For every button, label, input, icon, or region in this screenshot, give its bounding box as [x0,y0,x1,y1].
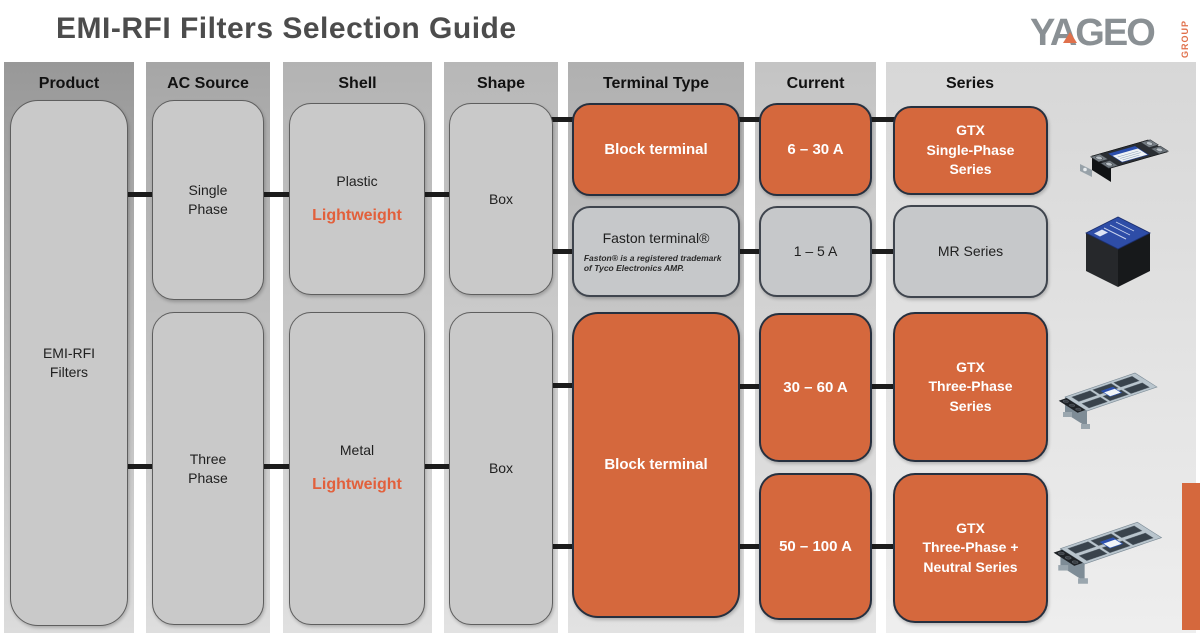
gtx-single-phase-product-photo [1080,139,1170,182]
yageo-triangle-icon [1063,32,1077,43]
connector-line [868,384,897,389]
mr-series-product-photo [1085,216,1151,287]
node-single-phase: Single Phase [152,100,264,300]
yageo-logo: YAGEO GROUP [1030,10,1192,60]
node-label: GTX Three-Phase Series [928,358,1013,414]
connector-line [736,249,763,254]
connector-line [260,192,293,197]
node-current-6-30: 6 – 30 A [759,103,872,196]
header-product: Product [38,75,100,92]
header-terminal-type: Terminal Type [602,75,710,92]
node-label: Single Phase [188,182,228,217]
node-current-1-5: 1 – 5 A [759,206,872,297]
node-label: Metal [339,442,375,459]
node-series-gtx-three-phase-neutral: GTX Three-Phase + Neutral Series [893,473,1048,623]
connector-line [420,192,453,197]
node-current-30-60: 30 – 60 A [759,313,872,462]
node-series-gtx-three-phase: GTX Three-Phase Series [893,312,1048,462]
node-label: GTX Single-Phase Series [926,122,1015,178]
connector-line [736,117,763,122]
connector-line [548,383,576,388]
node-emi-rfi-filters: EMI-RFI Filters [10,100,128,626]
node-shape-box-bottom: Box [449,312,553,625]
node-block-terminal-top: Block terminal [572,103,740,196]
connector-line [122,464,156,469]
node-block-terminal-bottom: Block terminal [572,312,740,618]
node-label: EMI-RFI Filters [42,345,96,380]
node-shape-box-top: Box [449,103,553,295]
faston-trademark-note: Faston® is a registered trademark of Tyc… [583,252,722,274]
node-label: GTX Three-Phase + Neutral Series [922,519,1019,575]
header-ac-source: AC Source [167,75,249,92]
connector-line [260,464,293,469]
lightweight-note: Lightweight [312,206,402,224]
connector-line [548,249,576,254]
node-label: 6 – 30 A [787,140,844,158]
node-faston-terminal: Faston terminal® Faston® is a registered… [572,206,740,297]
connector-line [420,464,453,469]
header-shell: Shell [338,75,377,92]
header-shape: Shape [476,75,525,92]
node-label: 30 – 60 A [783,378,848,396]
node-label: 1 – 5 A [793,243,838,260]
header-current: Current [786,75,845,92]
connector-line [868,117,897,122]
connector-line [548,117,576,122]
connector-line [868,249,897,254]
connector-line [736,544,763,549]
node-label: Plastic [336,172,378,189]
node-label: MR Series [937,243,1004,260]
node-label: Block terminal [604,456,708,474]
node-shell-plastic: Plastic Lightweight [289,103,425,295]
node-series-mr: MR Series [893,205,1048,298]
node-label: 50 – 100 A [779,537,852,555]
node-label: Box [488,460,514,477]
connector-line [736,384,763,389]
node-shell-metal: Metal Lightweight [289,312,425,625]
gtx-three-phase-neutral-product-photo [1053,521,1163,584]
node-series-gtx-single-phase: GTX Single-Phase Series [893,106,1048,195]
accent-bar [1182,483,1200,630]
connector-line [548,544,576,549]
yageo-wordmark: YAGEO [1030,12,1156,54]
lightweight-note: Lightweight [312,476,402,494]
node-label: Faston terminal® [602,229,710,246]
connector-line [868,544,897,549]
node-label: Box [488,190,514,207]
node-three-phase: Three Phase [152,312,264,625]
node-label: Block terminal [604,140,708,158]
node-label: Three Phase [188,450,228,486]
gtx-three-phase-product-photo [1058,372,1158,429]
page-title: EMI-RFI Filters Selection Guide [56,12,517,45]
connector-line [122,192,156,197]
header-series: Series [945,75,995,92]
yageo-group-label: GROUP [1180,19,1190,58]
node-current-50-100: 50 – 100 A [759,473,872,620]
